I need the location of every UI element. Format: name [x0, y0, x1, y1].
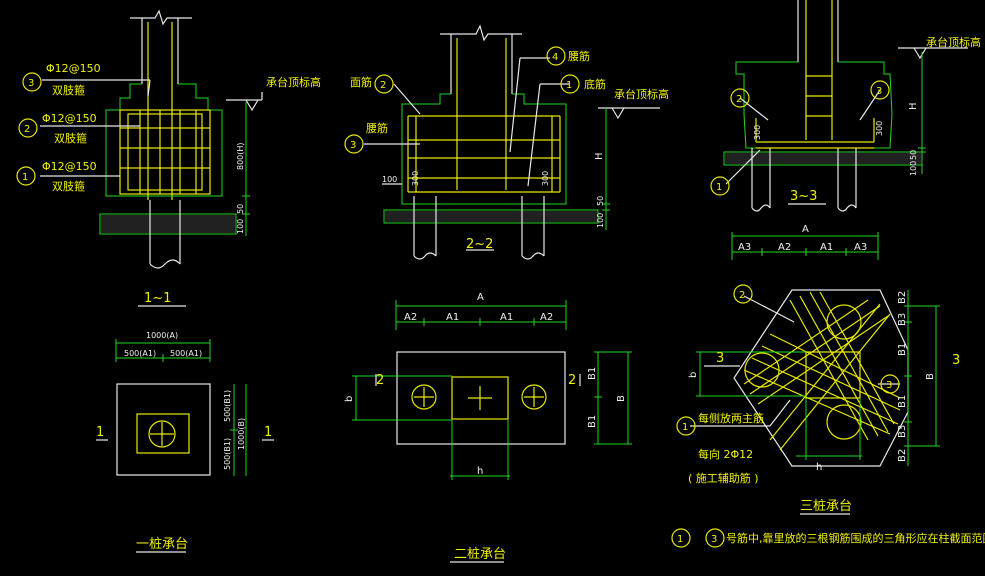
rebar-spec-3: Φ12@150: [46, 62, 101, 75]
dim-B3-3a: B3: [897, 313, 908, 326]
dim-b-3: b: [688, 372, 699, 378]
dim-500A1-left: 500(A1): [124, 349, 156, 358]
dim-50-2: 50: [596, 196, 605, 206]
circle-1-mid: 1: [566, 80, 572, 91]
stirrup-3: 双肢箍: [52, 83, 85, 97]
two-pile-title: 二桩承台: [454, 547, 506, 562]
section-1-1-drawing: [16, 9, 263, 307]
dim-A2-2b: A2: [540, 312, 553, 323]
dim-H-2: H: [594, 152, 605, 160]
circle-3-right: 3: [876, 86, 882, 97]
dim-300-2b: 300: [541, 171, 550, 186]
dim-50-3: 50: [909, 150, 918, 160]
dim-A-3: A: [802, 224, 809, 235]
assist-bar-label: ( 施工辅助筋 ): [688, 471, 759, 485]
dim-B1-2b: B1: [587, 415, 598, 428]
dim-100-3: 100: [909, 161, 918, 176]
dim-h-3: h: [816, 462, 822, 473]
dim-500B1-top: 500(B1): [223, 390, 232, 422]
waist-bar-label: 腰筋: [568, 49, 590, 63]
dim-50-1: 50: [236, 204, 245, 214]
section-mark-1-right: 1: [264, 425, 272, 440]
section-mark-2-left: 2: [376, 373, 384, 388]
circle-1-left: 1: [22, 172, 28, 183]
bottom-bar-label: 底筋: [584, 77, 606, 91]
cap-top-elev-3: 承台顶标高: [926, 35, 981, 49]
dim-100-2b: 100: [596, 213, 605, 228]
dim-1000A: 1000(A): [146, 331, 178, 340]
dim-B1-2a: B1: [587, 367, 598, 380]
dim-A2-2a: A2: [404, 312, 417, 323]
circle-2-mid: 2: [380, 80, 386, 91]
section-mark-2-right: 2: [568, 373, 576, 388]
section-1-1-title: 1~1: [144, 291, 171, 306]
dim-800: 800(H): [236, 142, 245, 170]
dim-A1-2b: A1: [500, 312, 513, 323]
circle-2-plan: 2: [739, 290, 745, 301]
section-2-2-title: 2~2: [466, 237, 493, 252]
dim-h-2: h: [477, 466, 483, 477]
section-2-2-drawing: [344, 24, 660, 260]
dim-A1-3: A1: [820, 242, 833, 253]
rebar-spec-1: Φ12@150: [42, 160, 97, 173]
circle-1-right: 1: [716, 182, 722, 193]
waist-bar-label-2: 腰筋: [366, 121, 388, 135]
section-mark-1-left: 1: [96, 425, 104, 440]
dim-B2-3a: B2: [897, 291, 908, 304]
stirrup-2: 双肢箍: [54, 131, 87, 145]
dim-A3-3a: A3: [738, 242, 751, 253]
note-circle-1: 1: [677, 534, 683, 545]
two-pile-plan-drawing: [352, 300, 632, 563]
dim-b-2: b: [344, 396, 355, 402]
cap-top-elev-1: 承台顶标高: [266, 75, 321, 89]
side-bar-label: 每侧放两主筋: [698, 411, 764, 425]
dim-A1-2a: A1: [446, 312, 459, 323]
dim-1000B: 1000(B): [237, 418, 246, 450]
cap-top-elev-2: 承台顶标高: [614, 87, 669, 101]
dim-B1-3a: B1: [897, 343, 908, 356]
dim-100-1: 100: [236, 219, 245, 234]
circle-2-right: 2: [736, 94, 742, 105]
top-bar-label: 面筋: [350, 75, 372, 89]
one-pile-title: 一桩承台: [136, 537, 188, 552]
dim-A3-3b: A3: [854, 242, 867, 253]
dim-A2-3: A2: [778, 242, 791, 253]
section-mark-3-right: 3: [952, 353, 960, 368]
dim-B3-3b: B3: [897, 425, 908, 438]
dim-B-2: B: [616, 395, 627, 402]
note-circle-3: 3: [711, 534, 717, 545]
each-dir-label: 每向 2Φ12: [698, 447, 753, 461]
circle-3-mid: 3: [350, 140, 356, 151]
section-mark-3-left: 3: [716, 351, 724, 366]
dim-100-2: 100: [382, 175, 397, 184]
one-pile-plan-drawing: [96, 339, 274, 553]
section-3-3-title: 3~3: [790, 189, 817, 204]
rebar-spec-2: Φ12@150: [42, 112, 97, 125]
dim-A-2: A: [477, 292, 484, 303]
dim-500A1-right: 500(A1): [170, 349, 202, 358]
dim-B1-3b: B1: [897, 395, 908, 408]
circle-1-plan: 1: [682, 422, 688, 433]
circle-3-left: 3: [28, 78, 34, 89]
dim-H-3: H: [908, 102, 919, 110]
section-3-3-drawing: [710, 0, 968, 212]
dim-300-3a: 300: [753, 125, 762, 140]
note-text: 号筋中,靠里放的三根钢筋围成的三角形应在柱截面范围内: [726, 531, 985, 545]
three-pile-plan-drawing: [671, 232, 940, 548]
circle-2-left: 2: [24, 124, 30, 135]
dim-300-2a: 300: [411, 171, 420, 186]
circle-4-mid: 4: [552, 52, 558, 63]
stirrup-1: 双肢箍: [52, 179, 85, 193]
dim-500B1-bottom: 500(B1): [223, 438, 232, 470]
dim-B-3: B: [925, 373, 936, 380]
dim-300-3b: 300: [875, 121, 884, 136]
three-pile-title: 三桩承台: [800, 499, 852, 514]
circle-3-plan: 3: [886, 380, 892, 391]
dim-B2-3b: B2: [897, 449, 908, 462]
